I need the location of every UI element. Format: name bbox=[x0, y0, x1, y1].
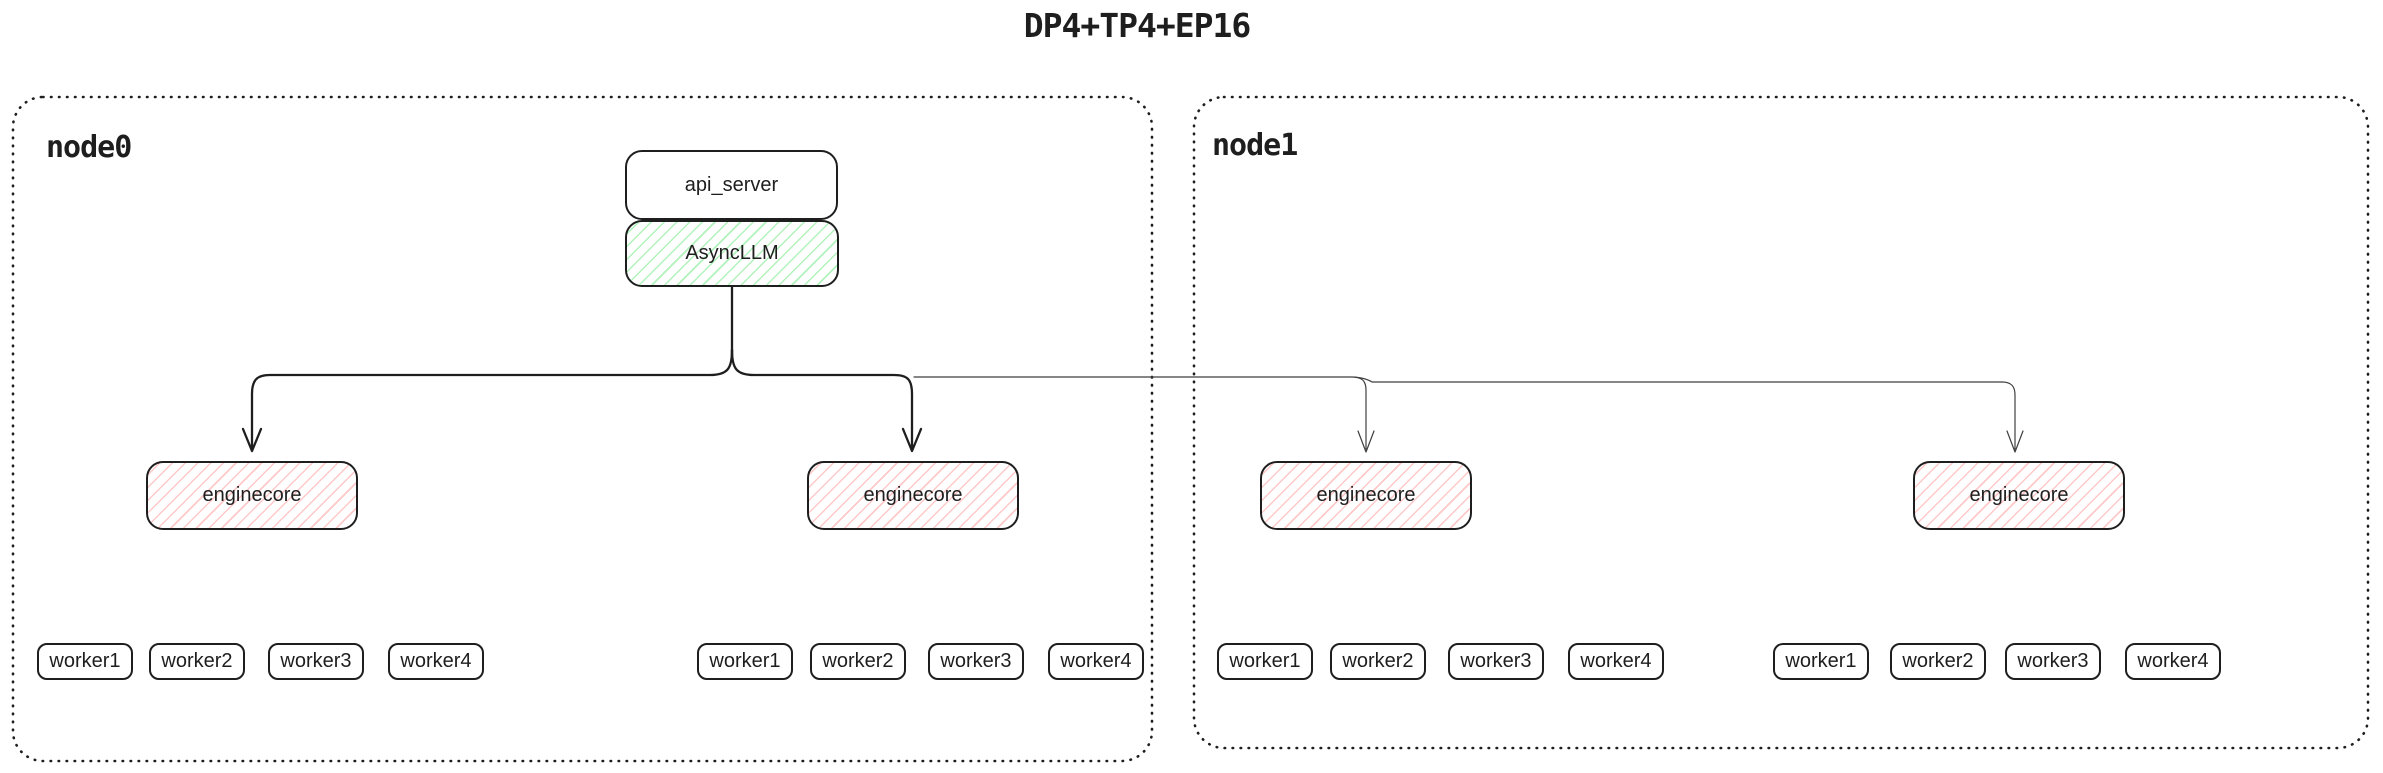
worker-label: worker1 bbox=[49, 650, 121, 672]
node0-ec2-worker2-box: worker2 bbox=[810, 643, 906, 680]
api-server-box: api_server bbox=[625, 150, 838, 220]
asyncllm-to-enginecore4-arrow bbox=[1353, 376, 2024, 453]
worker-label: worker4 bbox=[1580, 650, 1652, 672]
worker-label: worker1 bbox=[1229, 650, 1301, 672]
node1-ec3-worker4-box: worker4 bbox=[1568, 643, 1664, 680]
worker-label: worker3 bbox=[2017, 650, 2089, 672]
node1-ec4-worker2-box: worker2 bbox=[1890, 643, 1986, 680]
node1-ec4-worker1-box: worker1 bbox=[1773, 643, 1869, 680]
asyncllm-box: AsyncLLM bbox=[625, 220, 839, 287]
node0-ec2-worker1-box: worker1 bbox=[697, 643, 793, 680]
node1-ec3-worker3-box: worker3 bbox=[1448, 643, 1544, 680]
enginecore2-label: enginecore bbox=[863, 484, 963, 506]
worker-label: worker2 bbox=[1902, 650, 1974, 672]
worker-label: worker2 bbox=[161, 650, 233, 672]
node1-ec4-worker3-box: worker3 bbox=[2005, 643, 2101, 680]
node0-ec2-worker3-box: worker3 bbox=[928, 643, 1024, 680]
enginecore1-label: enginecore bbox=[202, 484, 302, 506]
node1-ec3-worker1-box: worker1 bbox=[1217, 643, 1313, 680]
worker-label: worker2 bbox=[822, 650, 894, 672]
worker-label: worker4 bbox=[400, 650, 472, 672]
enginecore3-label: enginecore bbox=[1316, 484, 1416, 506]
node0-ec1-worker2-box: worker2 bbox=[149, 643, 245, 680]
worker-label: worker1 bbox=[709, 650, 781, 672]
enginecore3-box: enginecore bbox=[1260, 461, 1472, 530]
enginecore2-box: enginecore bbox=[807, 461, 1019, 530]
node0-ec2-worker4-box: worker4 bbox=[1048, 643, 1144, 680]
node0-ec1-worker4-box: worker4 bbox=[388, 643, 484, 680]
enginecore1-box: enginecore bbox=[146, 461, 358, 530]
worker-label: worker3 bbox=[940, 650, 1012, 672]
asyncllm-to-enginecore1-arrow bbox=[241, 348, 734, 453]
worker-label: worker2 bbox=[1342, 650, 1414, 672]
node0-ec1-worker1-box: worker1 bbox=[37, 643, 133, 680]
worker-label: worker4 bbox=[2137, 650, 2209, 672]
enginecore4-box: enginecore bbox=[1913, 461, 2125, 530]
api-server-label: api_server bbox=[684, 173, 779, 196]
node1-ec4-worker4-box: worker4 bbox=[2125, 643, 2221, 680]
diagram-title: DP4+TP4+EP16 bbox=[1023, 6, 1251, 45]
worker-label: worker1 bbox=[1785, 650, 1857, 672]
node0-ec1-worker3-box: worker3 bbox=[268, 643, 364, 680]
asyncllm-label: AsyncLLM bbox=[685, 242, 779, 264]
asyncllm-to-enginecore2-arrow bbox=[730, 348, 923, 453]
node1-label: node1 bbox=[1212, 128, 1298, 163]
node1-ec3-worker2-box: worker2 bbox=[1330, 643, 1426, 680]
worker-label: worker4 bbox=[1060, 650, 1132, 672]
enginecore4-label: enginecore bbox=[1969, 484, 2069, 506]
node0-label: node0 bbox=[46, 130, 132, 165]
worker-label: worker3 bbox=[1460, 650, 1532, 672]
asyncllm-to-enginecore3-arrow bbox=[913, 376, 1375, 453]
worker-label: worker3 bbox=[280, 650, 352, 672]
